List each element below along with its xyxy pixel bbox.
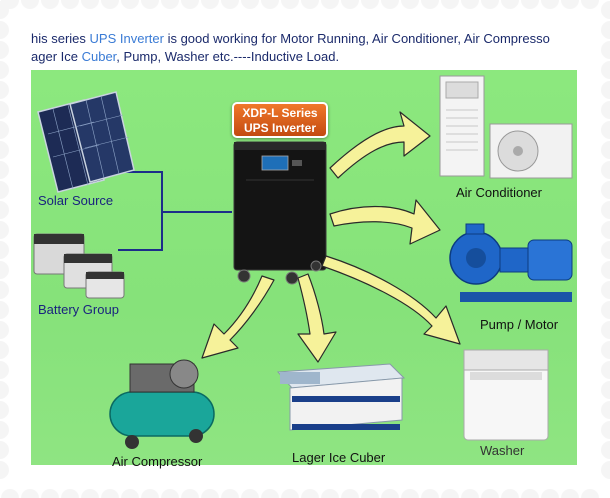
- arrow-to-air-conditioner: [329, 111, 431, 179]
- air-compressor-label: Air Compressor: [112, 454, 203, 469]
- caption-line-2: ager Ice Cuber, Pump, Washer etc.----Ind…: [31, 49, 340, 64]
- ice-cuber-label: Lager Ice Cuber: [292, 450, 386, 465]
- battery-group-label: Battery Group: [38, 302, 119, 317]
- caption-line-1: his series UPS Inverter is good working …: [31, 31, 550, 46]
- arrow-to-ice-cuber: [297, 273, 337, 363]
- washer-icon: [463, 349, 549, 441]
- inverter-series-label: XDP-L Series: [242, 106, 318, 120]
- source-connections: [112, 171, 232, 251]
- solar-panel-icon: [37, 91, 135, 193]
- washer-label: Washer: [480, 443, 525, 458]
- solar-source-label: Solar Source: [38, 193, 114, 208]
- battery-group-icon: [33, 233, 125, 299]
- pump-motor-label: Pump / Motor: [480, 317, 559, 332]
- arrow-to-pump: [329, 199, 441, 245]
- caption: his series UPS Inverter is good working …: [31, 30, 591, 66]
- inverter-type-label: UPS Inverter: [243, 121, 317, 135]
- air-compressor-icon: [109, 359, 215, 449]
- inverter-badge: XDP-L Series UPS Inverter: [232, 102, 328, 138]
- ice-cuber-icon: [276, 363, 406, 431]
- air-conditioner-label: Air Conditioner: [456, 185, 542, 200]
- arrow-to-air-compressor: [201, 275, 275, 359]
- air-conditioner-icon: [439, 75, 573, 179]
- inverter-cabinet-icon: [233, 141, 327, 285]
- power-arrows: [201, 111, 461, 363]
- pump-motor-icon: [449, 223, 573, 302]
- arrow-to-washer: [321, 255, 461, 345]
